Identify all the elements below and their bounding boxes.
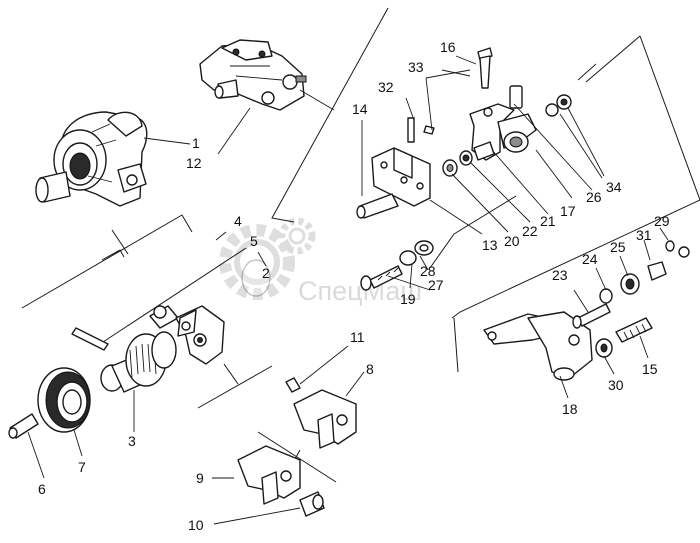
label-3: 3 <box>128 433 136 449</box>
label-26: 26 <box>586 189 602 205</box>
part-pins-top <box>407 47 493 143</box>
label-30: 30 <box>608 377 624 393</box>
label-28: 28 <box>420 263 436 279</box>
label-17: 17 <box>560 203 576 219</box>
label-32: 32 <box>378 79 394 95</box>
label-6: 6 <box>38 481 46 497</box>
group-brackets <box>21 7 700 483</box>
gear-icon-small <box>278 217 316 255</box>
label-20: 20 <box>504 233 520 249</box>
watermark-text: СпецМаш <box>298 276 422 306</box>
part-adjusting-screw <box>572 240 690 329</box>
label-19: 19 <box>400 291 416 307</box>
leader-lines <box>27 55 669 525</box>
label-27: 27 <box>428 277 444 293</box>
bracket-right-center <box>429 195 517 269</box>
label-31: 31 <box>636 227 652 243</box>
part-gear-assembly <box>100 305 179 393</box>
label-34: 34 <box>606 179 622 195</box>
part-bracket-9 <box>237 445 325 517</box>
label-5: 5 <box>250 233 258 249</box>
label-15: 15 <box>642 361 658 377</box>
part-lever-bracket <box>356 147 431 219</box>
label-2: 2 <box>262 265 270 281</box>
gear-icon <box>219 224 295 300</box>
label-4: 4 <box>234 213 242 229</box>
part-pin-4 <box>71 327 109 351</box>
part-bracket-8 <box>285 377 357 449</box>
label-18: 18 <box>562 401 578 417</box>
label-25: 25 <box>610 239 626 255</box>
bracket-left-stem <box>111 229 129 255</box>
label-1: 1 <box>192 135 200 151</box>
part-small-washers <box>442 94 572 177</box>
label-9: 9 <box>196 470 204 486</box>
part-pin-6 <box>8 413 39 439</box>
bracket-parts-4-5 <box>99 247 247 345</box>
part-spring-disc <box>241 259 271 297</box>
part-housing <box>35 111 148 207</box>
divider-line-center <box>271 7 389 223</box>
part-bearing-ring <box>37 367 91 433</box>
bracket-left-top <box>21 214 193 309</box>
label-13: 13 <box>482 237 498 253</box>
label-22: 22 <box>522 223 538 239</box>
bracket-right-lower <box>453 317 459 373</box>
label-24: 24 <box>582 251 598 267</box>
watermark: СпецМаш <box>219 217 422 306</box>
label-10: 10 <box>188 517 204 533</box>
label-7: 7 <box>78 459 86 475</box>
part-spring-15 <box>615 317 653 343</box>
bracket-right-long <box>451 35 700 319</box>
part-screw-washer <box>360 240 434 291</box>
label-14: 14 <box>352 101 368 117</box>
label-16: 16 <box>440 39 456 55</box>
bracket-part-2 <box>197 363 273 409</box>
label-11: 11 <box>350 329 365 345</box>
part-top-housing <box>199 39 307 111</box>
part-lever-5 <box>175 305 225 365</box>
part-nut-30 <box>595 338 613 358</box>
label-23: 23 <box>552 267 568 283</box>
label-8: 8 <box>366 361 374 377</box>
callout-labels: 1 2 3 4 5 6 7 8 9 10 11 12 13 14 15 16 1… <box>38 39 670 533</box>
label-12: 12 <box>186 155 202 171</box>
label-21: 21 <box>540 213 556 229</box>
label-29: 29 <box>654 213 670 229</box>
label-33: 33 <box>408 59 424 75</box>
